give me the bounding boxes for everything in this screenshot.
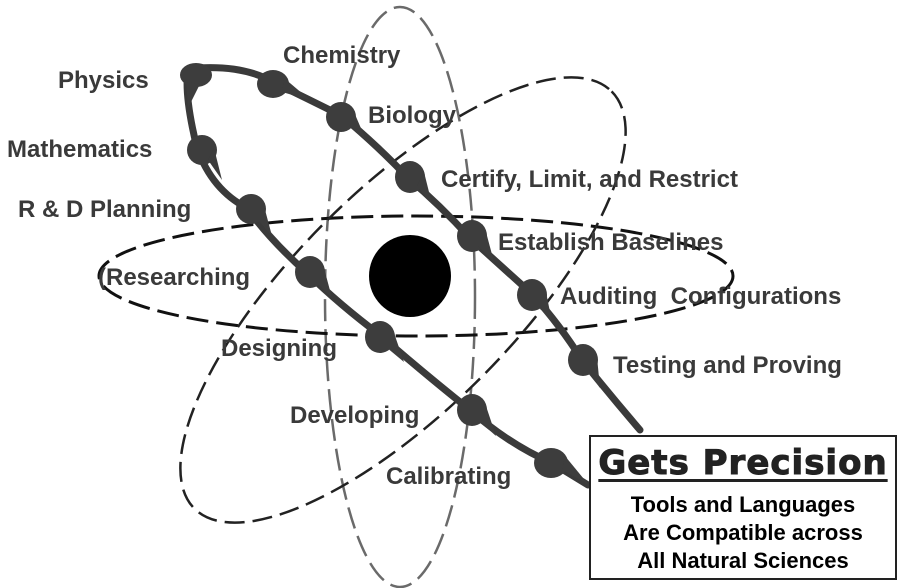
label-researching: (Researching [98, 264, 250, 291]
bead-auditing [517, 279, 552, 322]
bead-calibrating [534, 448, 588, 484]
callout-box: Gets Precision Tools and Languages Are C… [589, 435, 897, 580]
label-chemistry: Chemistry [283, 42, 401, 69]
bead-chemistry [257, 70, 310, 100]
bead-physics [180, 63, 212, 108]
bead-certify [395, 161, 432, 204]
orbit-horizontal [97, 214, 735, 338]
callout-line: Are Compatible across [623, 520, 863, 545]
bead-testing [568, 344, 600, 388]
callout-title: Gets Precision [598, 443, 888, 484]
orbit-beads [180, 63, 600, 484]
bead-mathematics [187, 135, 222, 180]
label-certify: Certify, Limit, and Restrict [441, 166, 738, 193]
bead-designing [365, 321, 404, 362]
label-developing: Developing [290, 402, 419, 429]
callout-line: All Natural Sciences [637, 548, 849, 573]
label-baselines: Establish Baselines [498, 229, 723, 256]
orbit-tilted [179, 76, 627, 524]
callout-body: Tools and Languages Are Compatible acros… [591, 491, 895, 575]
orbit-vertical [323, 5, 477, 588]
nucleus [369, 235, 451, 317]
label-mathematics: Mathematics [7, 136, 152, 163]
label-physics: Physics [58, 67, 149, 94]
callout-line: Tools and Languages [630, 492, 856, 517]
label-biology: Biology [368, 102, 457, 129]
label-designing: Designing [221, 335, 337, 362]
label-calibrating: Calibrating [386, 463, 511, 490]
label-testing: Testing and Proving [613, 352, 842, 379]
bead-developing [457, 394, 496, 436]
label-rd-planning: R & D Planning [18, 196, 191, 223]
bead-rd-planning [236, 194, 272, 236]
bead-researching [295, 256, 332, 298]
bead-baselines [457, 220, 494, 262]
label-auditing: Auditing Configurations [560, 283, 841, 310]
bead-biology [326, 102, 366, 140]
